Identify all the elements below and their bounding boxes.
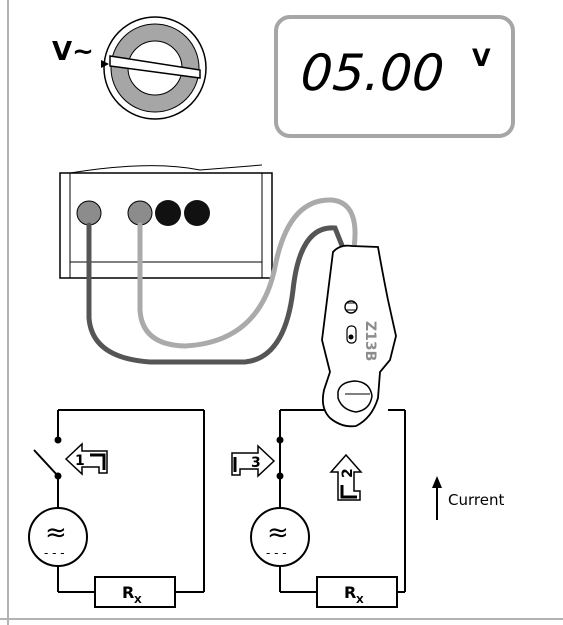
ac-source-symbol: ≈ <box>45 518 67 548</box>
step-3-label: 3 <box>251 455 261 471</box>
step-2-marker: 2 <box>329 453 363 501</box>
meter-body-top-break <box>69 164 263 174</box>
selector-label: V~ <box>52 37 94 67</box>
dial-pointer-bar <box>109 55 201 79</box>
step-1-marker: 1 <box>64 442 108 476</box>
step-1-label: 1 <box>75 453 85 469</box>
resistor-right-sub: X <box>356 595 364 606</box>
current-arrow-up-icon <box>432 476 442 488</box>
lcd-display-frame <box>274 15 515 138</box>
step-3-arrow-icon <box>231 444 276 478</box>
meter-body-inner-edges <box>69 173 263 278</box>
socket-v[interactable] <box>127 200 153 226</box>
switch-lever-open <box>33 449 59 477</box>
clamp-model-label: Z13B <box>362 321 378 361</box>
circuit-right: ≈ - - - R X <box>250 409 406 608</box>
step-2-arrow-shadow <box>340 485 357 499</box>
lcd-reading: 05.00 <box>299 44 446 102</box>
resistor-left <box>94 576 176 608</box>
current-label: Current <box>448 491 504 509</box>
step-2-arrow-icon <box>329 453 363 501</box>
socket-black-2[interactable] <box>184 200 210 226</box>
current-indicator: Current <box>432 476 504 520</box>
step-1-arrow-shadow <box>90 453 106 470</box>
rotary-selector-dial[interactable] <box>101 16 207 120</box>
socket-black-1[interactable] <box>155 200 181 226</box>
step-2-label: 2 <box>340 468 356 478</box>
resistor-left-sub: X <box>134 595 142 606</box>
circuit-left: ≈ - - - R X <box>28 409 205 608</box>
clamp-body <box>321 244 397 428</box>
dial-pointer-arrow-icon <box>101 60 109 68</box>
resistor-right <box>316 576 398 608</box>
lcd-unit: V <box>472 44 491 72</box>
ac-source-dc-marks: - - - <box>44 546 65 560</box>
clamp-jaw <box>337 380 373 413</box>
step-1-arrow-icon <box>64 442 108 476</box>
step-3-marker: 3 <box>231 444 276 478</box>
switch-contact-top <box>54 436 62 444</box>
lead-light <box>137 197 358 349</box>
lead-dark <box>86 222 346 365</box>
resistor-right-label: R <box>344 583 356 602</box>
socket-com[interactable] <box>76 200 102 226</box>
clamp-meter[interactable]: Z13B <box>321 244 397 428</box>
clamp-slide-button[interactable] <box>346 325 357 344</box>
clamp-slide-dot <box>348 334 354 340</box>
resistor-left-label: R <box>122 583 134 602</box>
ac-source-right-dc-marks: - - - <box>266 546 287 560</box>
ac-source-right-symbol: ≈ <box>267 518 289 548</box>
